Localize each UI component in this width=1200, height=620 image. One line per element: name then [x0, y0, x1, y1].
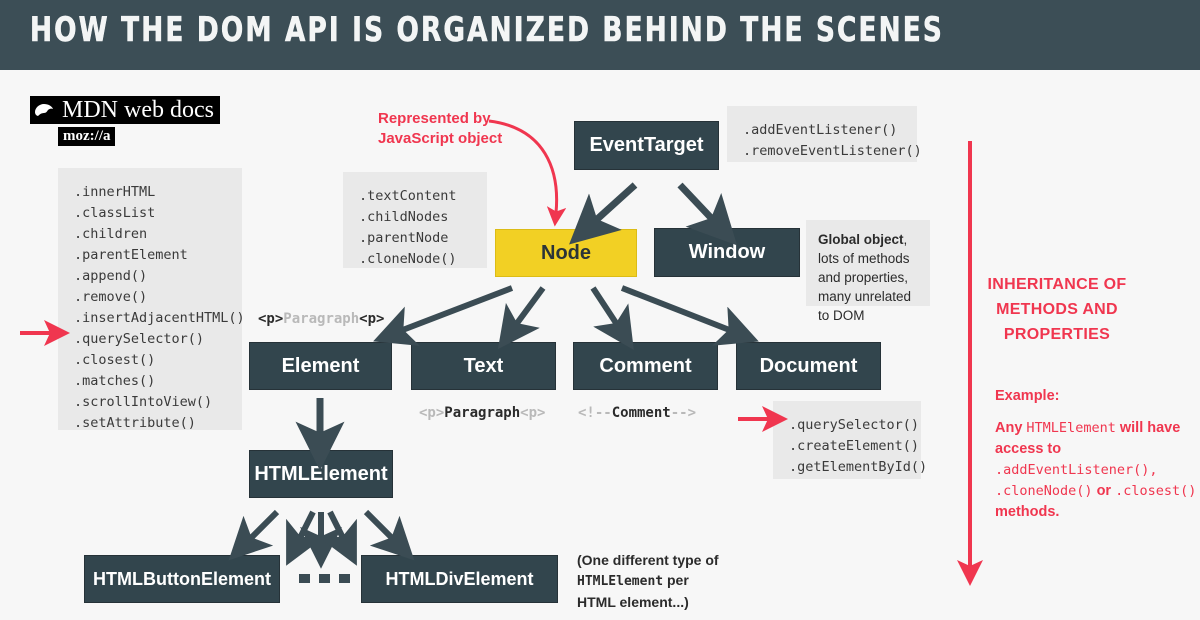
arrow-htmlelement-1: [228, 509, 280, 561]
box-comment[interactable]: Comment: [573, 342, 718, 390]
global-object-note-bold: Global object: [818, 232, 904, 247]
one-type-note: (One different type of HTMLElement per H…: [577, 550, 737, 612]
element-method-item: .innerHTML: [74, 184, 156, 200]
global-object-note-rest: , lots of methods and properties, many u…: [818, 232, 912, 323]
example-label: Example:: [995, 388, 1060, 404]
eventtarget-methods-panel: .addEventListener() .removeEventListener(…: [727, 106, 922, 162]
code-close-tag: <p>: [520, 405, 546, 421]
text-code-annotation: <p>Paragraph<p>: [419, 405, 545, 421]
code-open-tag: <!--: [578, 405, 612, 421]
inheritance-title: INHERITANCE OF METHODS AND PROPERTIES: [987, 276, 1127, 343]
code-close-tag: <p>: [359, 311, 385, 327]
example-mono-4: .closest(): [1115, 483, 1197, 499]
box-html-button-element[interactable]: HTMLButtonElement: [84, 555, 280, 603]
box-window[interactable]: Window: [654, 228, 800, 277]
element-method-item: .classList: [74, 205, 156, 221]
box-node[interactable]: Node: [495, 229, 637, 277]
page-title: How the DOM API is organized behind the …: [30, 10, 945, 51]
arrow-node-to-document: [620, 285, 759, 346]
document-method-item: .querySelector(): [789, 417, 920, 433]
code-word: Comment: [611, 405, 671, 421]
one-type-line2: per: [663, 572, 689, 588]
example-mono-3: .cloneNode(): [995, 483, 1093, 499]
box-element[interactable]: Element: [249, 342, 392, 390]
node-method-item: .textContent: [359, 188, 457, 204]
one-type-line3: HTML element...): [577, 594, 689, 610]
element-method-item: .children: [74, 226, 148, 242]
arrow-htmlelement-2: [286, 510, 324, 566]
code-word: Paragraph: [444, 405, 521, 421]
element-method-item: .closest(): [74, 352, 156, 368]
example-mono-1: HTMLElement: [1026, 420, 1116, 436]
comment-code-annotation: <!--Comment-->: [578, 405, 696, 421]
mozilla-tagline: moz://a: [58, 127, 116, 146]
element-method-item: .append(): [74, 268, 148, 284]
dots-ellipsis-icon: [299, 574, 350, 583]
example-text-2: will have access to: [995, 420, 1181, 457]
code-open-tag: <p>: [419, 405, 445, 421]
arrow-eventtarget-to-window: [677, 182, 738, 246]
example-text-3: or: [1096, 483, 1116, 499]
node-methods-panel: .textContent .childNodes .parentNode .clone…: [343, 172, 487, 268]
box-html-element[interactable]: HTMLElement: [249, 450, 393, 498]
box-document[interactable]: Document: [736, 342, 881, 390]
arrow-htmlelement-5: [363, 509, 415, 561]
code-close-tag: -->: [670, 405, 697, 421]
node-method-item: .cloneNode(): [359, 251, 457, 267]
element-method-item: .remove(): [74, 289, 148, 305]
element-method-item: .insertAdjacentHTML(): [74, 310, 245, 326]
header-bar: How the DOM API is organized behind the …: [0, 0, 1200, 70]
box-text[interactable]: Text: [411, 342, 556, 390]
represented-by-label: Represented by JavaScript object: [378, 110, 503, 147]
example-text-4: methods.: [995, 504, 1060, 520]
document-method-item: .getElementById(): [789, 459, 928, 475]
element-code-annotation: <p>Paragraph<p>: [258, 311, 384, 327]
document-methods-panel: .querySelector() .createElement() .getElem…: [773, 401, 928, 479]
eventtarget-method-item: .addEventListener(): [743, 122, 898, 138]
one-type-mono: HTMLElement: [577, 574, 664, 589]
arrow-eventtarget-to-node: [569, 182, 638, 245]
document-method-item: .createElement(): [789, 438, 920, 454]
element-methods-panel: .innerHTML .classList .children .parentElem…: [58, 168, 245, 431]
node-method-item: .parentNode: [359, 230, 449, 246]
mdn-wordmark: MDN web docs: [58, 96, 220, 124]
one-type-line1: (One different type of: [577, 552, 719, 568]
node-method-item: .childNodes: [359, 209, 449, 225]
code-open-tag: <p>: [258, 311, 284, 327]
dino-icon: [30, 96, 58, 124]
element-method-item: .matches(): [74, 373, 156, 389]
arrow-node-to-comment: [590, 286, 634, 351]
global-object-note: Global object, lots of methods and prope…: [806, 220, 930, 323]
example-text-1: Any: [995, 420, 1027, 436]
element-method-item: .querySelector(): [74, 331, 205, 347]
box-event-target[interactable]: EventTarget: [574, 121, 719, 170]
arrow-node-to-text: [497, 286, 546, 350]
element-method-item: .parentElement: [74, 247, 188, 263]
code-word: Paragraph: [283, 311, 360, 327]
element-method-item: .scrollIntoView(): [74, 394, 213, 410]
box-html-div-element[interactable]: HTMLDivElement: [361, 555, 558, 603]
arrow-node-to-element: [373, 285, 514, 346]
eventtarget-method-item: .removeEventListener(): [743, 143, 922, 159]
example-note: Example: Any HTMLElement will have acces…: [995, 386, 1200, 523]
element-method-item: .setAttribute(): [74, 415, 196, 431]
example-mono-2: .addEventListener(),: [995, 462, 1158, 478]
mdn-logo: MDN web docs moz://a: [30, 96, 220, 146]
arrow-htmlelement-4: [319, 510, 357, 566]
